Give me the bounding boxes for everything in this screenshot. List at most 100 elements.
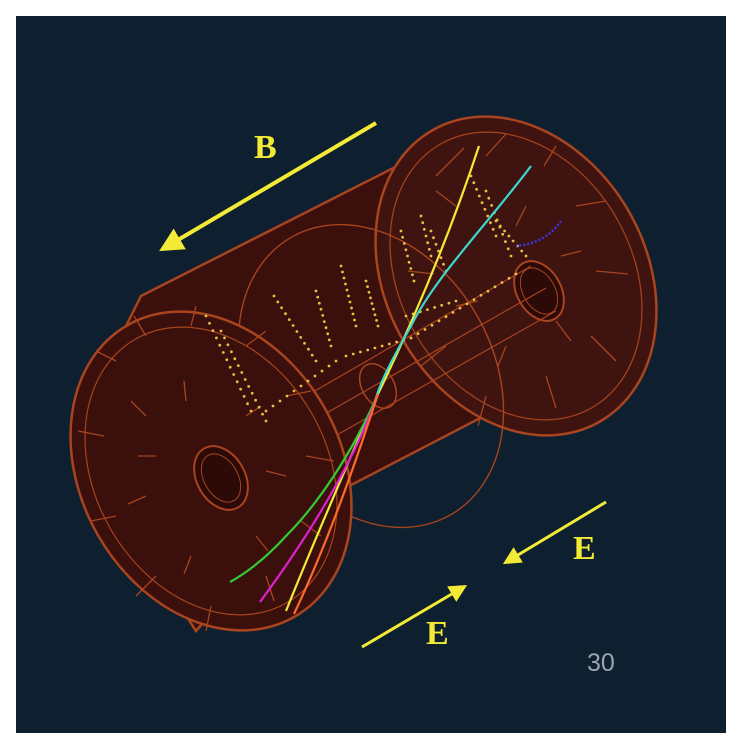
hit-point xyxy=(286,395,289,398)
hit-point xyxy=(492,228,495,231)
hit-point xyxy=(433,306,436,309)
hit-point xyxy=(229,366,232,369)
hit-point xyxy=(326,332,329,335)
hit-point xyxy=(520,250,523,253)
hit-point xyxy=(432,236,435,239)
hit-point xyxy=(330,345,333,348)
hit-point xyxy=(425,235,428,238)
slide-background: B E E 30 xyxy=(16,16,726,733)
label-e-bottom: E xyxy=(426,615,449,652)
hit-point xyxy=(284,312,287,315)
hit-point xyxy=(495,220,498,223)
hit-point xyxy=(340,265,343,268)
hit-point xyxy=(438,320,441,323)
hit-point xyxy=(343,277,346,280)
hit-point xyxy=(350,307,353,310)
hit-point xyxy=(409,267,412,270)
hit-point xyxy=(421,221,424,224)
hit-point xyxy=(316,296,319,299)
hit-point xyxy=(321,370,324,373)
hit-point xyxy=(375,319,378,322)
hit-point xyxy=(321,314,324,317)
hit-point xyxy=(388,343,391,346)
hit-point xyxy=(239,388,242,391)
hit-point xyxy=(478,195,481,198)
hit-point xyxy=(236,380,239,383)
hit-point xyxy=(299,336,302,339)
hit-point xyxy=(205,315,208,318)
hit-point xyxy=(243,395,246,398)
hit-point xyxy=(247,385,250,388)
hit-point xyxy=(426,308,429,311)
hit-point xyxy=(325,326,328,329)
hit-point xyxy=(208,322,211,325)
hit-point xyxy=(501,281,504,284)
hit-point xyxy=(246,402,249,405)
hit-point xyxy=(406,255,409,258)
hit-point xyxy=(344,283,347,286)
hit-point xyxy=(222,351,225,354)
hit-point xyxy=(371,302,374,305)
hit-point xyxy=(475,188,478,191)
hit-point xyxy=(431,324,434,327)
hit-point xyxy=(503,230,506,233)
hit-point xyxy=(314,375,317,378)
hit-point xyxy=(318,302,321,305)
hit-point xyxy=(480,294,483,297)
hit-point xyxy=(440,304,443,307)
hit-point xyxy=(445,315,448,318)
hit-point xyxy=(303,342,306,345)
hit-point xyxy=(273,295,276,298)
hit-point xyxy=(372,308,375,311)
hit-point xyxy=(381,345,384,348)
hit-point xyxy=(223,337,226,340)
hit-point xyxy=(218,344,221,347)
hit-point xyxy=(237,364,240,367)
hit-point xyxy=(368,291,371,294)
hit-point xyxy=(442,263,445,266)
hit-point xyxy=(487,290,490,293)
hit-point xyxy=(365,280,368,283)
hit-point xyxy=(251,392,254,395)
hit-point xyxy=(490,204,493,207)
hit-point xyxy=(272,405,275,408)
hit-point xyxy=(452,311,455,314)
hit-point xyxy=(347,295,350,298)
hit-point xyxy=(232,373,235,376)
hit-point xyxy=(320,308,323,311)
hit-point xyxy=(369,297,372,300)
hit-point xyxy=(352,313,355,316)
hit-point xyxy=(440,256,443,259)
hit-point xyxy=(315,290,318,293)
hit-point xyxy=(300,385,303,388)
hit-point xyxy=(296,330,299,333)
hit-point xyxy=(494,285,497,288)
hit-point xyxy=(507,247,510,250)
hit-point xyxy=(359,351,362,354)
hit-point xyxy=(377,325,380,328)
hit-point xyxy=(225,358,228,361)
hit-point xyxy=(293,390,296,393)
hit-point xyxy=(250,410,253,413)
hit-point xyxy=(288,318,291,321)
hit-point xyxy=(265,410,268,413)
hit-point xyxy=(410,337,413,340)
hit-point xyxy=(346,289,349,292)
hit-point xyxy=(430,255,433,258)
hit-point xyxy=(328,339,331,342)
hit-point xyxy=(276,301,279,304)
hit-point xyxy=(335,360,338,363)
hit-point xyxy=(512,240,515,243)
hit-point xyxy=(401,236,404,239)
hit-point xyxy=(486,215,489,218)
hit-point xyxy=(413,280,416,283)
hit-point xyxy=(345,355,348,358)
detector-diagram: B E E 30 xyxy=(16,16,726,733)
hit-point xyxy=(258,406,261,409)
hit-point xyxy=(212,329,215,332)
hit-point xyxy=(435,243,438,246)
hit-point xyxy=(495,235,498,238)
hit-point xyxy=(280,306,283,309)
hit-point xyxy=(408,261,411,264)
hit-point xyxy=(311,354,314,357)
